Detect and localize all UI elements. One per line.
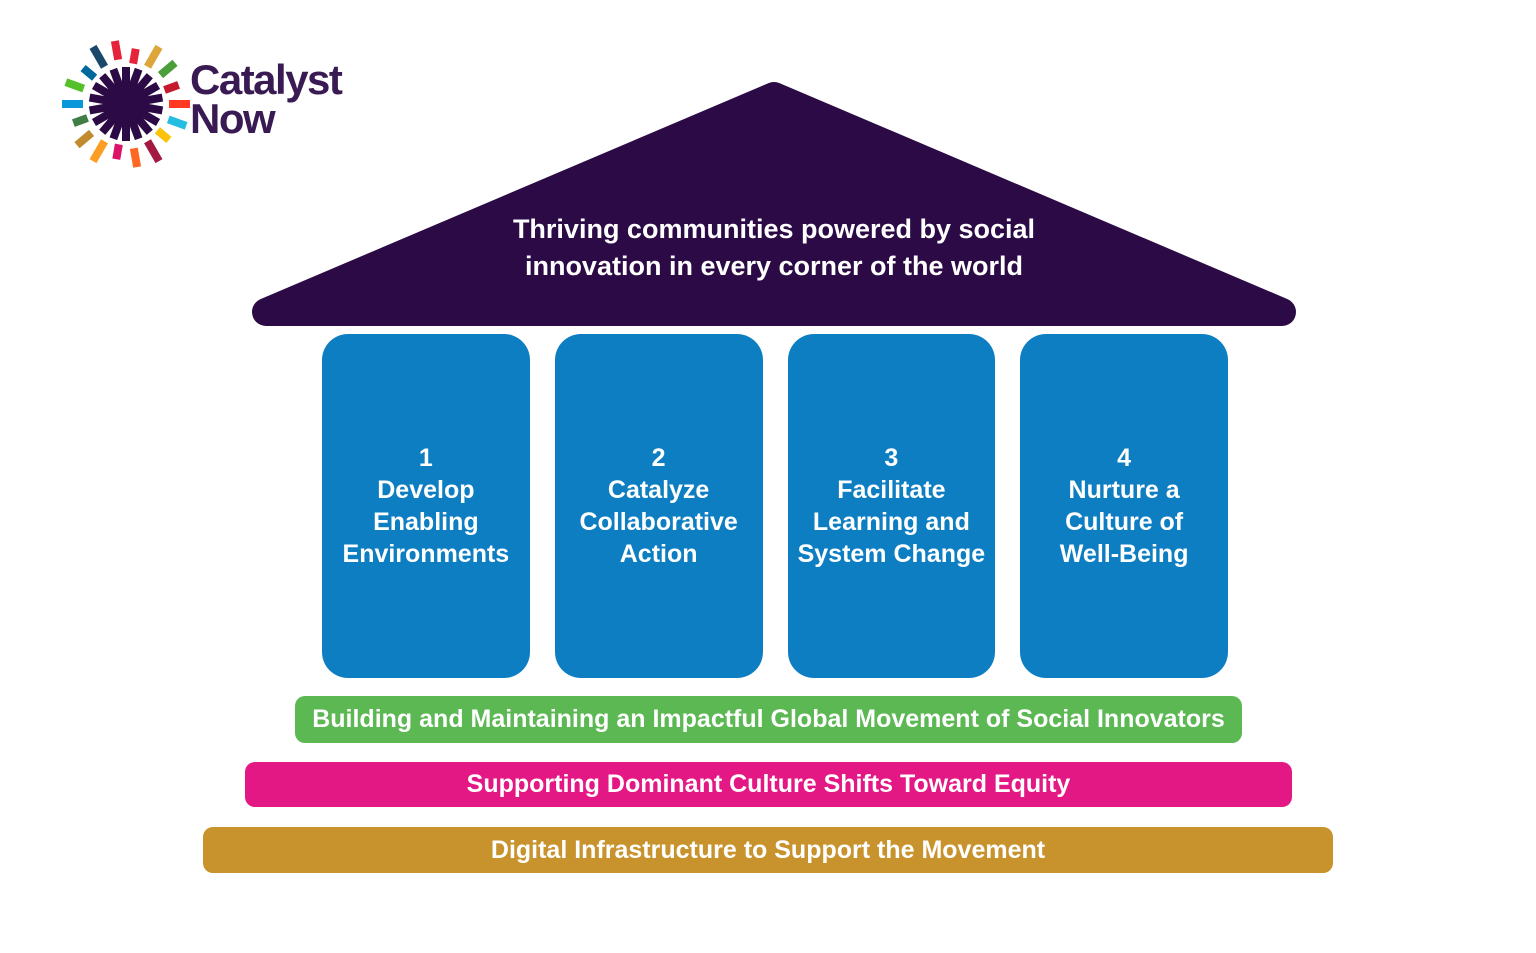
pillar-2: 2 Catalyze Collaborative Action [554,334,763,678]
logo-wordmark: Catalyst Now [190,56,343,143]
pillar-4: 4 Nurture a Culture of Well-Being [1020,334,1228,678]
roof-shape [252,82,1296,326]
pillar-1-label: Develop Enabling Environments [342,476,510,568]
pillar-1: 1 Develop Enabling Environments [322,334,530,678]
pillar-3: 3 Facilitate Learning and System Change [787,334,996,678]
logo-line2: Now [190,95,276,143]
pillar-4-label: Nurture a Culture of Well-Being [1059,476,1189,568]
starburst-icon [62,40,190,168]
foundation-bar-movement: Building and Maintaining an Impactful Gl… [295,696,1242,743]
pillar-2-number: 2 [651,444,666,472]
pillar-4-number: 4 [1117,444,1132,472]
foundation-bar-digital: Digital Infrastructure to Support the Mo… [203,827,1333,873]
pillars-row: 1 Develop Enabling Environments 2 Cataly… [322,334,1228,678]
roof-triangle [252,82,1296,326]
pillar-1-number: 1 [418,444,433,472]
pillar-3-label: Facilitate Learning and System Change [797,476,986,568]
pillar-2-label: Catalyze Collaborative Action [579,476,738,568]
pillar-3-number: 3 [884,444,899,472]
roof-vision-text: Thriving communities powered by social i… [512,214,1036,281]
logo-line1: Catalyst [190,56,343,103]
foundation-bar-equity: Supporting Dominant Culture Shifts Towar… [245,762,1292,807]
